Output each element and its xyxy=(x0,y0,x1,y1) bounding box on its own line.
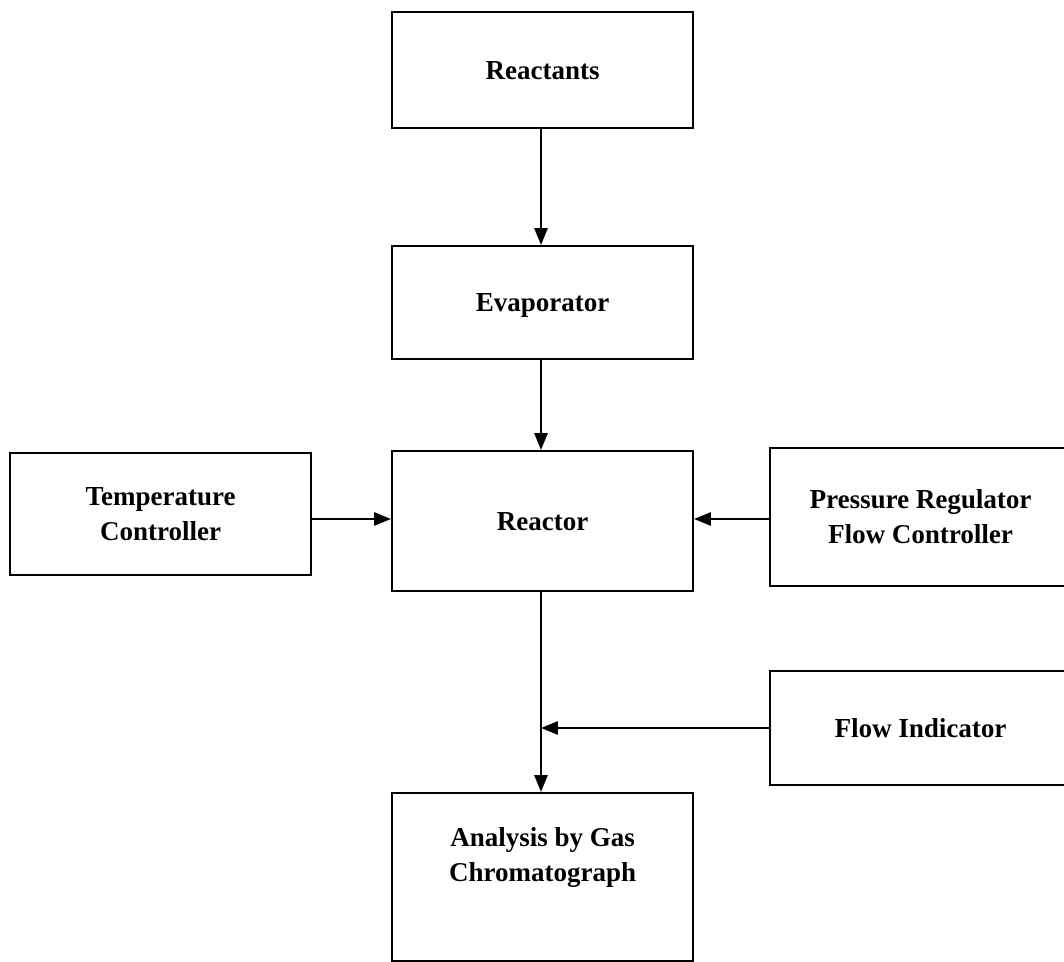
edge-reactants-to-evaporator xyxy=(534,129,548,245)
analysis-box: Analysis by Gas Chromatograph xyxy=(391,792,694,962)
evaporator-box: Evaporator xyxy=(391,245,694,360)
reactor-box: Reactor xyxy=(391,450,694,592)
pressure-regulator-box: Pressure Regulator Flow Controller xyxy=(769,447,1064,587)
temperature-controller-box: Temperature Controller xyxy=(9,452,312,576)
flow-indicator-label: Flow Indicator xyxy=(834,712,1007,743)
edge-pressure-to-reactor xyxy=(694,512,769,526)
edge-temperature-to-reactor xyxy=(312,512,391,526)
edge-reactor-to-analysis xyxy=(534,592,548,792)
temperature-controller-label: Temperature Controller xyxy=(85,481,236,546)
pressure-regulator-label: Pressure Regulator Flow Controller xyxy=(809,484,1032,549)
reactants-box: Reactants xyxy=(391,11,694,129)
flow-indicator-box: Flow Indicator xyxy=(769,670,1064,786)
edge-evaporator-to-reactor xyxy=(534,360,548,450)
evaporator-label: Evaporator xyxy=(475,287,610,317)
edge-flow-indicator-to-line xyxy=(541,721,769,735)
reactants-label: Reactants xyxy=(485,54,600,85)
analysis-label: Analysis by Gas Chromatograph xyxy=(448,822,636,887)
reactor-label: Reactor xyxy=(496,505,589,536)
